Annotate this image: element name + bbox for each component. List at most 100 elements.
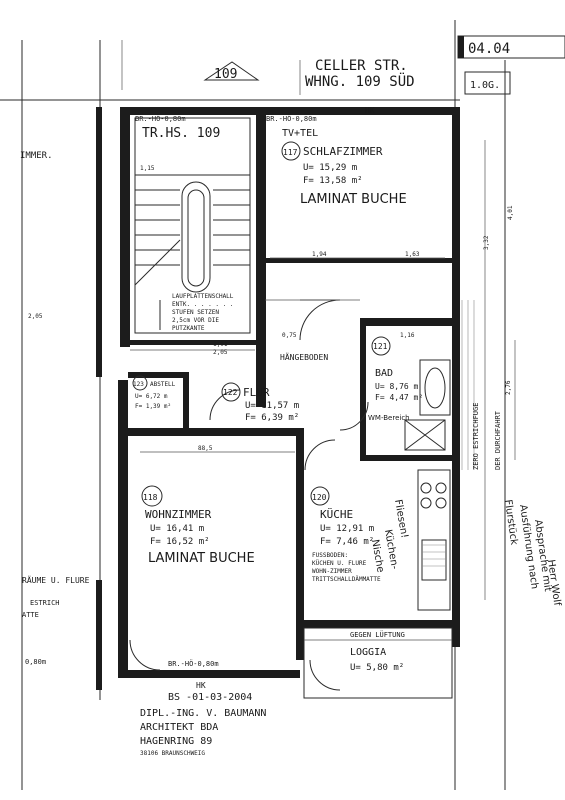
room-area: F= 13,58 m² (303, 176, 363, 186)
room-number: 122 (223, 388, 238, 397)
room-name: FLUR (243, 386, 270, 399)
stair-labels: TR.HS. 109 LAUFPLATTENSCHALL ENTK. . . .… (142, 126, 234, 332)
room-number: 118 (143, 493, 158, 502)
room-bad: 121 BAD U= 8,76 m F= 4,47 m² WM-Bereich (368, 336, 423, 422)
right-note: ZERO ESTRICHFUGE (472, 403, 480, 470)
dim-value: 2,05 (213, 349, 228, 356)
room-number: 123 (133, 381, 144, 388)
dim-value: 1,01 (213, 341, 228, 348)
room-name: WOHNZIMMER (145, 508, 212, 521)
room-perimeter: U= 11,57 m (245, 401, 299, 411)
stair-note-line: ENTK. . . . . . . (172, 301, 233, 308)
stair-note-line: LAUFPLATTENSCHALL (172, 293, 234, 300)
apartment-label: WHNG. 109 SÜD (305, 72, 415, 90)
handwritten-note: Nische (369, 539, 386, 574)
dimension-lines (130, 140, 516, 600)
hk-label-bottom: HK (196, 681, 206, 690)
stamp-date: BS -01-03-2004 (168, 692, 252, 703)
room-name: SCHLAFZIMMER (303, 145, 383, 158)
dim-value: 1,63 (405, 251, 420, 258)
stair-note-line: PUTZKANTE (172, 325, 205, 332)
window-label-bottom: BR.-HÖ-0,80m (168, 659, 219, 668)
building-number: 109 (214, 67, 237, 82)
dimension-numbers: 1,15 2,05 1,94 1,63 0,75 1,01 2,05 1,16 … (28, 165, 514, 452)
left-floor-note: ATTE (22, 611, 39, 619)
handwritten-notes: Küchen- Nische Fliesen! Flurstück Ausfüh… (369, 499, 562, 607)
dim-value: 4,01 (507, 205, 514, 220)
room-name: KÜCHE (320, 508, 353, 521)
dim-value: 2,76 (505, 380, 512, 395)
handwritten-note: Fliesen! (392, 499, 410, 539)
hatching-strip (461, 300, 475, 470)
left-window-note: 0,80m (25, 658, 46, 666)
dim-value: 0,75 (282, 332, 297, 339)
window-labels: BR.-HÖ-0,80m BR.-HÖ-0,80m HK BR.-HÖ-0,80… (135, 106, 375, 690)
kitchen-note-line: TRITTSCHALLDÄMMATTE (312, 576, 381, 583)
hk-label-top: HK (365, 106, 375, 115)
sheet-code: 04.04 (468, 41, 510, 57)
loggia-outline (303, 627, 453, 699)
room-abstell: 123 ABSTELL U= 6,72 m F= 1,39 m² (132, 375, 176, 410)
kitchen-note-line: FUSSBODEN: (312, 552, 348, 559)
right-rotated-notes: ZERO ESTRICHFUGE DER DURCHFAHRT (472, 403, 502, 470)
room-area: F= 6,39 m² (245, 413, 299, 423)
room-name: LOGGIA (350, 647, 386, 658)
room-schlafzimmer: TV+TEL 117 SCHLAFZIMMER U= 15,29 m F= 13… (281, 128, 407, 207)
room-area: F= 7,46 m² (320, 537, 374, 547)
architect-stamp: BS -01-03-2004 DIPL.-ING. V. BAUMANN ARC… (140, 692, 266, 757)
room-extra: TV+TEL (282, 128, 318, 139)
dim-value: 2,05 (28, 313, 43, 320)
room-perimeter: U= 16,41 m (150, 524, 204, 534)
room-perimeter: U= 8,76 m (375, 382, 419, 391)
stamp-city: 38106 BRAUNSCHWEIG (140, 750, 205, 757)
room-area: U= 5,80 m² (350, 663, 404, 673)
room-extra: HÄNGEBODEN (280, 352, 328, 362)
room-name: BAD (375, 368, 393, 379)
room-fixture: WM-Bereich (368, 414, 410, 422)
left-partial-notes: IMMER. RÄUME U. FLURE ESTRICH ATTE 0,80m (20, 151, 90, 666)
window-label-top-left: BR.-HÖ-0,80m (135, 114, 186, 123)
left-floor-note: ESTRICH (30, 599, 60, 607)
room-perimeter: U= 6,72 m (135, 393, 168, 400)
room-flur: HÄNGEBODEN 122 FLUR U= 11,57 m F= 6,39 m… (221, 352, 328, 423)
room-area: F= 1,39 m² (135, 403, 171, 410)
staircase (134, 117, 251, 334)
left-room-label: IMMER. (20, 151, 53, 161)
room-area: F= 4,47 m² (375, 393, 423, 402)
walls (96, 107, 460, 690)
room-perimeter: U= 12,91 m (320, 524, 374, 534)
kitchen-note-line: KÜCHEN U. FLURE (312, 560, 367, 567)
room-number: 117 (283, 148, 298, 157)
door-swings (129, 299, 369, 691)
bath-fixtures (404, 359, 451, 451)
stamp-name: DIPL.-ING. V. BAUMANN (140, 708, 266, 719)
kitchen-note-line: WOHN-ZIMMER (312, 568, 352, 575)
window-label-top-right: BR.-HÖ-0,80m (266, 114, 317, 123)
street-name: CELLER STR. (315, 58, 408, 74)
stair-note-line: 2,5cm VOR DIE (172, 317, 219, 324)
dim-value: 1,94 (312, 251, 327, 258)
room-wohnzimmer: 118 WOHNZIMMER U= 16,41 m F= 16,52 m² LA… (141, 485, 255, 566)
room-name: ABSTELL (150, 381, 176, 388)
room-perimeter: U= 15,29 m (303, 163, 357, 173)
room-number: 121 (373, 342, 388, 351)
kitchen-counter (417, 469, 451, 611)
room-loggia: GEGEN LÜFTUNG LOGGIA U= 5,80 m² (350, 630, 405, 673)
stamp-address: HAGENRING 89 (140, 736, 212, 747)
room-floor: LAMINAT BUCHE (148, 551, 255, 566)
header: 109 CELLER STR. WHNG. 109 SÜD 04.04 1.0G… (203, 35, 565, 95)
room-number: 120 (312, 493, 327, 502)
room-area: F= 16,52 m² (150, 537, 210, 547)
dim-value: 1,15 (140, 165, 155, 172)
stair-note-line: STUFEN SETZEN (172, 309, 219, 316)
room-kueche: 120 KÜCHE U= 12,91 m F= 7,46 m² FUSSBODE… (310, 486, 381, 583)
right-note: DER DURCHFAHRT (494, 410, 502, 470)
room-floor: LAMINAT BUCHE (300, 192, 407, 207)
dim-value: 88,5 (198, 445, 213, 452)
dim-value: 3,32 (483, 235, 490, 250)
room-extra: GEGEN LÜFTUNG (350, 630, 405, 639)
dim-value: 1,16 (400, 332, 415, 339)
stamp-title: ARCHITEKT BDA (140, 722, 218, 733)
sheet-sub: 1.0G. (470, 80, 500, 91)
